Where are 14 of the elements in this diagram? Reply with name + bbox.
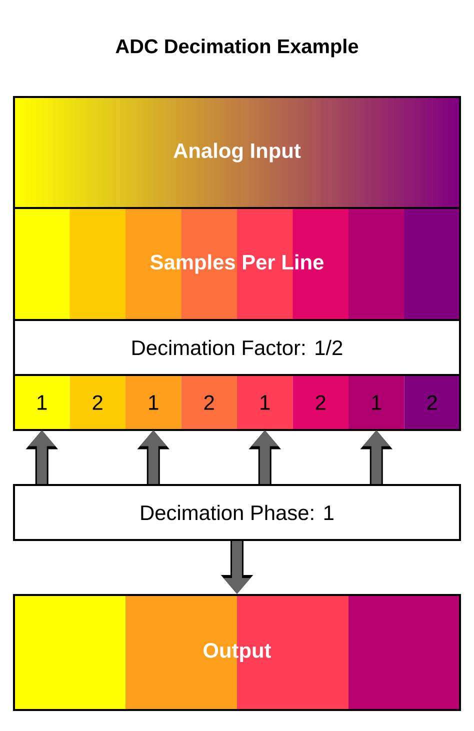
output-band: Output [13,594,461,711]
sample-band: Samples Per Line [13,207,461,321]
title: ADC Decimation Example [116,38,358,58]
sample-cell: 1 [348,375,404,430]
sample-cell: 2 [292,375,348,430]
sample-cell: 1 [237,375,293,430]
sample-cell: 2 [404,375,460,430]
label-box: Decimation Phase: 1 [13,484,461,541]
sample-cell: 1 [126,375,182,430]
label-box: Decimation Factor: 1/2 [13,319,461,376]
sample-cell: 2 [181,375,237,430]
gradient-band: Analog Input [13,96,461,209]
sample-cell: 2 [70,375,126,430]
sample-cell: 1 [14,375,70,430]
